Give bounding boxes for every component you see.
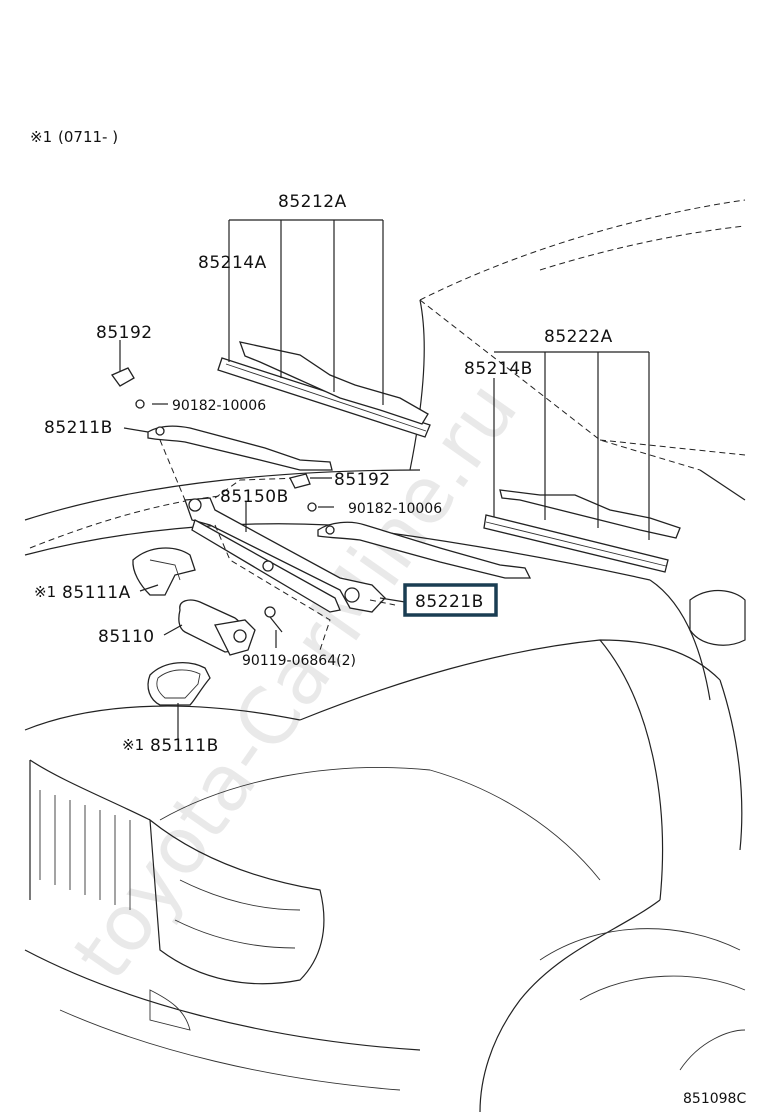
label-85111A-mark: ※1 (34, 583, 56, 601)
label-90182-top: 90182-10006 (172, 398, 266, 414)
vehicle-body-outline (24, 199, 746, 1112)
highlight-box (403, 583, 498, 617)
label-85192-mid: 85192 (334, 470, 391, 490)
label-85111B: 85111B (150, 736, 219, 756)
note-text: (0711- ) (58, 128, 118, 146)
nut-left (135, 399, 145, 409)
label-85150B: 85150B (220, 487, 289, 507)
leader-lines (119, 219, 650, 740)
wiper-linkage (184, 477, 396, 651)
label-90182-mid: 90182-10006 (348, 501, 442, 517)
label-85214A: 85214A (198, 253, 267, 273)
wiper-motor (178, 599, 256, 656)
label-85211B: 85211B (44, 418, 113, 438)
label-90119: 90119-06864(2) (242, 653, 356, 669)
nut-cap-left (110, 367, 135, 387)
label-85212A: 85212A (278, 192, 347, 212)
nut-right (307, 502, 317, 512)
label-85111B-mark: ※1 (122, 736, 144, 754)
note-mark: ※1 (30, 128, 52, 146)
label-85110: 85110 (98, 627, 155, 647)
left-wiper-arm (147, 425, 333, 501)
label-85192-top: 85192 (96, 323, 153, 343)
nut-cap-right (289, 473, 311, 489)
label-85222A: 85222A (544, 327, 613, 347)
left-wiper-blade (217, 341, 431, 438)
right-wiper-blade (483, 489, 681, 573)
label-85214B: 85214B (464, 359, 533, 379)
label-85221B: 85221B (415, 592, 484, 612)
label-85111A: 85111A (62, 583, 131, 603)
diagram-code: 851098C (683, 1091, 746, 1107)
motor-bolt (264, 606, 283, 633)
right-wiper-arm (317, 521, 532, 579)
highlight-85221B[interactable]: 85221B (403, 583, 498, 617)
motor-cover-a (132, 547, 196, 596)
motor-gasket-b (147, 662, 211, 706)
